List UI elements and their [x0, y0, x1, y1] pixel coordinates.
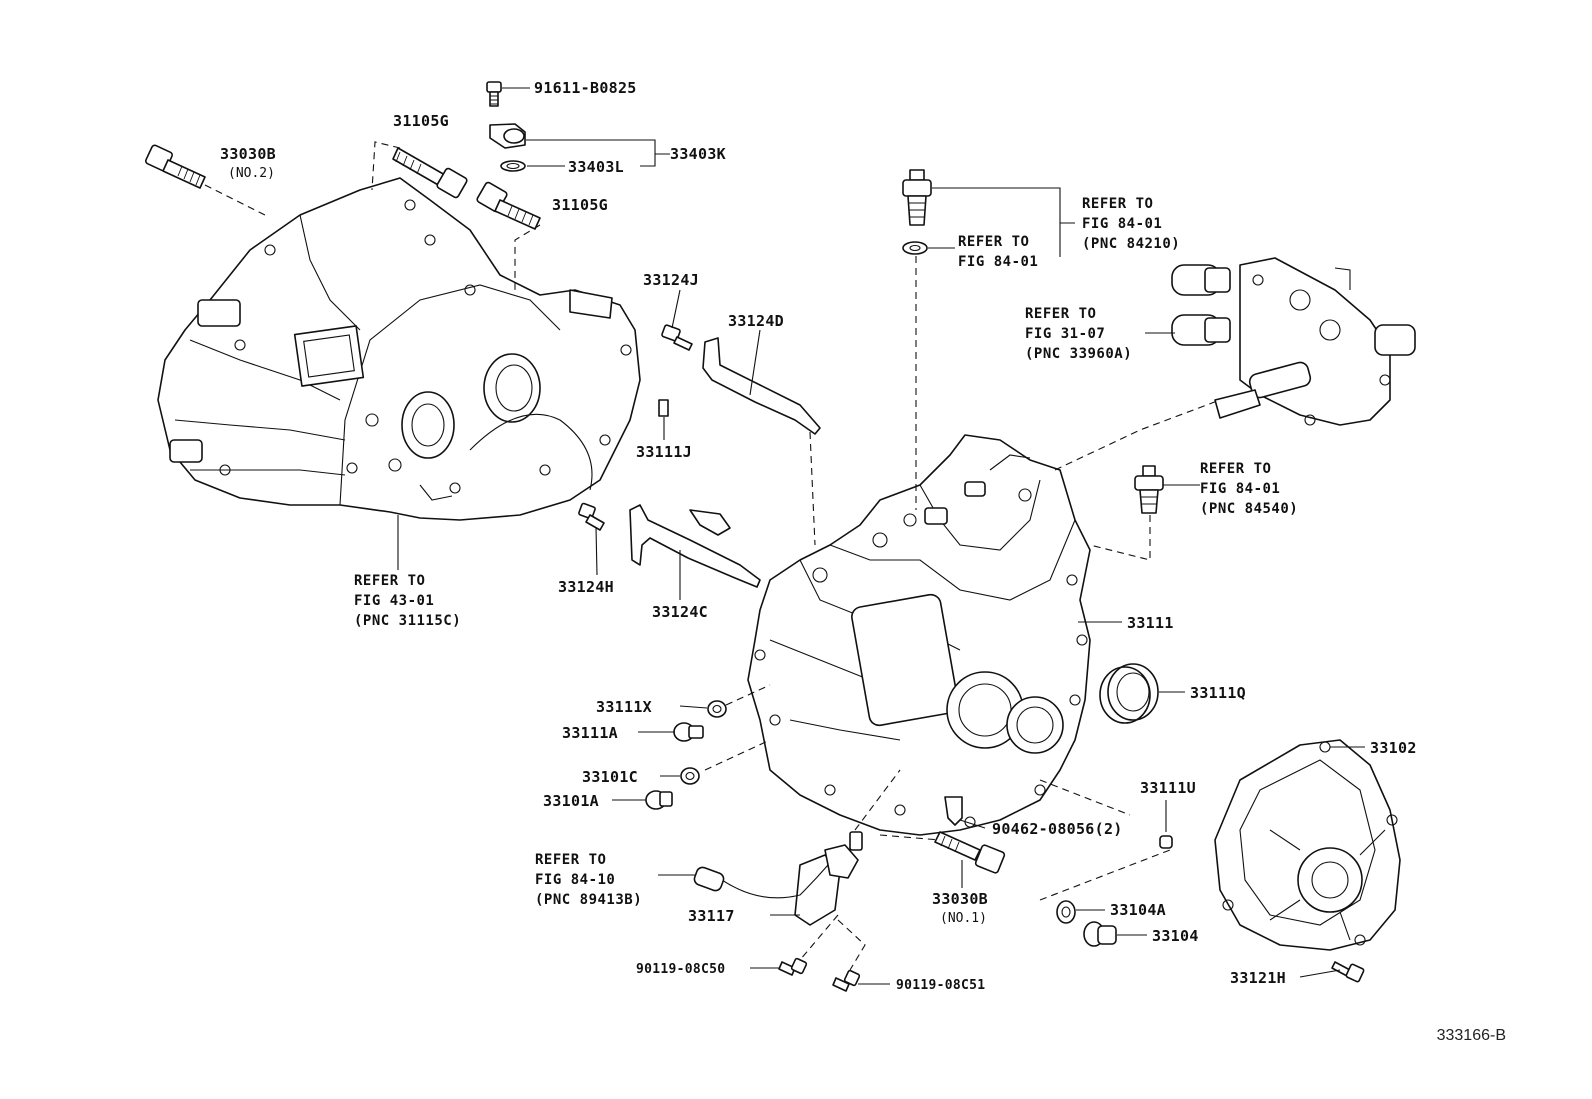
label-90119-08c50: 90119-08C50	[636, 962, 725, 977]
label-33124d: 33124D	[728, 312, 784, 330]
label-33121h: 33121H	[1230, 969, 1286, 987]
plug-33111a	[673, 722, 704, 742]
plug-33104	[1083, 921, 1117, 947]
svg-text:(PNC 84210): (PNC 84210)	[1082, 236, 1180, 252]
oil-seal-33111q	[1099, 663, 1159, 724]
label-33111u: 33111U	[1140, 779, 1196, 797]
svg-text:REFER TO: REFER TO	[535, 852, 606, 868]
label-33101a: 33101A	[543, 792, 599, 810]
svg-text:FIG 84-01: FIG 84-01	[1082, 216, 1162, 232]
bolt-33121h	[1331, 961, 1365, 983]
label-33030b-top: 33030B	[220, 145, 276, 163]
svg-text:FIG 84-10: FIG 84-10	[535, 872, 615, 888]
label-33104: 33104	[1152, 927, 1199, 945]
label-33030b-bot-note: (NO.1)	[940, 911, 987, 926]
speed-sensor-33117	[693, 831, 863, 926]
svg-text:REFER TO: REFER TO	[1025, 306, 1096, 322]
label-33101c: 33101C	[582, 768, 638, 786]
bolt-90119-08c50	[778, 957, 808, 976]
sensor-84210	[902, 169, 932, 255]
pin-33111j	[658, 399, 669, 417]
label-33117: 33117	[688, 907, 735, 925]
bolt-91611-b0825	[486, 81, 502, 107]
label-31105g-mid: 31105G	[552, 196, 608, 214]
label-33104a: 33104A	[1110, 901, 1166, 919]
svg-text:(PNC 84540): (PNC 84540)	[1200, 501, 1298, 517]
label-90462-08056: 90462-08056(2)	[992, 820, 1123, 838]
svg-text:FIG 43-01: FIG 43-01	[354, 593, 434, 609]
label-33030b-top-note: (NO.2)	[228, 166, 275, 181]
end-cover-33102	[1214, 739, 1401, 951]
clip-90462-08056	[944, 796, 963, 826]
bolt-31105g-top	[392, 147, 468, 199]
bracket-33403k	[489, 123, 526, 172]
svg-text:REFER TO: REFER TO	[1082, 196, 1153, 212]
label-91611-b0825: 91611-B0825	[534, 79, 637, 97]
lever-33124d	[702, 337, 821, 435]
ref-note-84210: REFER TO FIG 84-01 (PNC 84210)	[1082, 196, 1180, 252]
label-33124h: 33124H	[558, 578, 614, 596]
label-33111: 33111	[1127, 614, 1174, 632]
transaxle-housing	[157, 177, 641, 521]
plug-33101a	[645, 790, 673, 810]
bolt-90119-08c51	[832, 969, 861, 992]
ref-note-84540: REFER TO FIG 84-01 (PNC 84540)	[1200, 461, 1298, 517]
sensor-84540	[1134, 465, 1164, 514]
svg-text:(PNC 31115C): (PNC 31115C)	[354, 613, 461, 629]
svg-text:REFER TO: REFER TO	[354, 573, 425, 589]
label-33111x: 33111X	[596, 698, 652, 716]
transmission-case-33111	[747, 434, 1091, 836]
ref-note-8401: REFER TO FIG 84-01	[958, 234, 1038, 270]
shift-fork-33124c	[629, 504, 761, 588]
ref-note-8410: REFER TO FIG 84-10 (PNC 89413B)	[535, 852, 642, 908]
label-90119-08c51: 90119-08C51	[896, 978, 985, 993]
svg-text:FIG 84-01: FIG 84-01	[1200, 481, 1280, 497]
label-33111a: 33111A	[562, 724, 618, 742]
svg-text:REFER TO: REFER TO	[1200, 461, 1271, 477]
bolt-33030b-no1	[934, 831, 1006, 874]
svg-text:(PNC 89413B): (PNC 89413B)	[535, 892, 642, 908]
label-31105g-top: 31105G	[393, 112, 449, 130]
shift-actuator-33960a	[1171, 257, 1416, 426]
label-33030b-bot: 33030B	[932, 890, 988, 908]
label-33124c: 33124C	[652, 603, 708, 621]
svg-text:FIG 31-07: FIG 31-07	[1025, 326, 1105, 342]
diagram-code: 333166-B	[1437, 1027, 1506, 1044]
washer-33104a	[1056, 900, 1076, 924]
label-33111j: 33111J	[636, 443, 692, 461]
label-33102: 33102	[1370, 739, 1417, 757]
bolt-33124h	[578, 502, 605, 531]
label-33403l: 33403L	[568, 158, 624, 176]
washer-33101c	[680, 767, 700, 785]
bolt-33030b-no2	[144, 144, 206, 189]
label-33111q: 33111Q	[1190, 684, 1246, 702]
bolt-33124j	[661, 324, 693, 351]
washer-33111x	[707, 700, 727, 718]
svg-text:FIG 84-01: FIG 84-01	[958, 254, 1038, 270]
ref-note-4301: REFER TO FIG 43-01 (PNC 31115C)	[354, 573, 461, 629]
plug-33111u	[1159, 835, 1173, 849]
svg-text:REFER TO: REFER TO	[958, 234, 1029, 250]
ref-note-3107: REFER TO FIG 31-07 (PNC 33960A)	[1025, 306, 1132, 362]
svg-text:(PNC 33960A): (PNC 33960A)	[1025, 346, 1132, 362]
bolt-31105g-mid	[476, 181, 541, 230]
label-33403k: 33403K	[670, 145, 726, 163]
label-33124j: 33124J	[643, 271, 699, 289]
